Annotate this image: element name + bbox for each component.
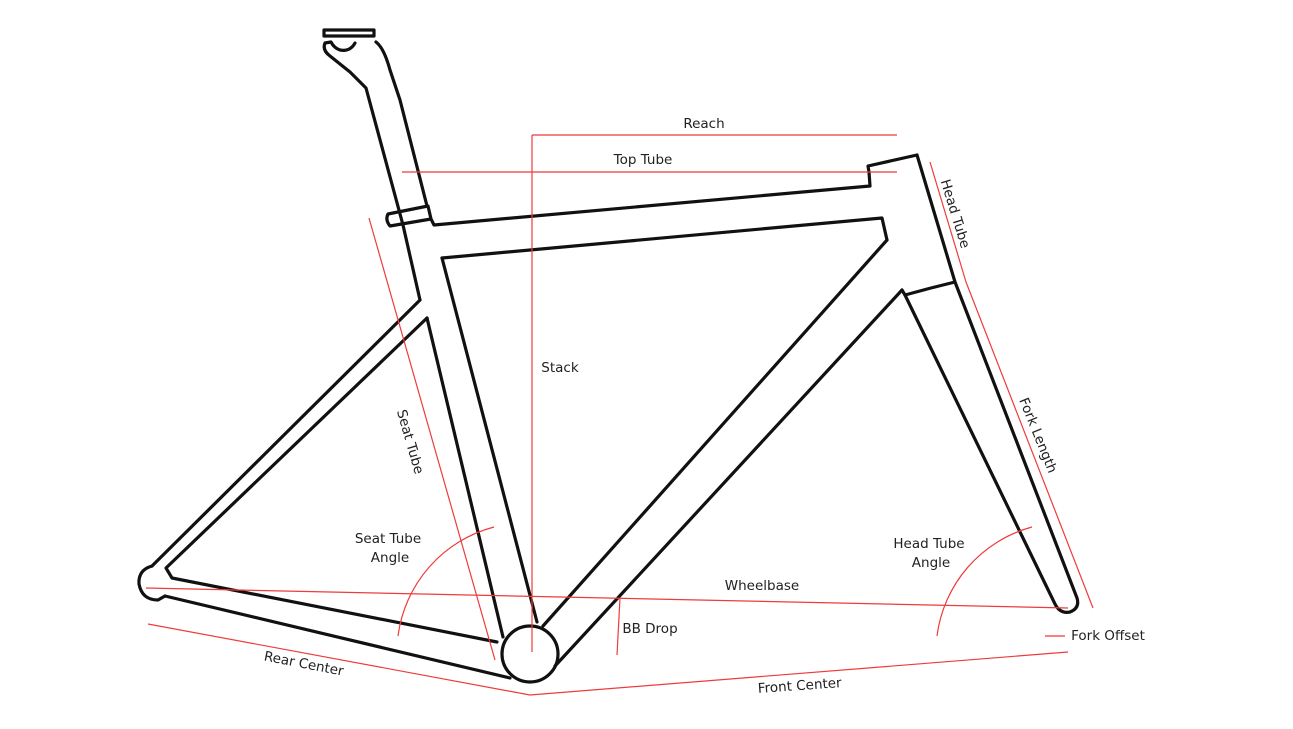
head-tube-angle-label-line1: Head Tube <box>893 536 964 552</box>
seat-tube-angle-label-line2: Angle <box>371 550 409 566</box>
head-tube-line <box>929 161 967 283</box>
front-center-label: Front Center <box>757 675 842 697</box>
down-tube <box>541 238 904 668</box>
seat-tube-angle-label-line1: Seat Tube <box>355 531 421 547</box>
saddle-rail <box>322 28 376 38</box>
head-tube-angle-label-line2: Angle <box>912 555 950 571</box>
center-lines <box>147 623 1069 696</box>
labels: Reach Top Tube Stack Head Tube Fork Leng… <box>263 116 1145 697</box>
seat-clamp <box>385 204 433 228</box>
bottom-bracket <box>500 624 560 684</box>
head-tube-angle-arc <box>936 526 1033 637</box>
bb-drop-label: BB Drop <box>622 621 677 637</box>
reach-label: Reach <box>683 116 724 132</box>
head-tube <box>900 153 957 297</box>
seat-tube-angle-arc <box>397 526 495 637</box>
chainstay <box>163 594 512 680</box>
seat-stay <box>150 298 499 644</box>
dimension-lines <box>145 134 1094 696</box>
seat-tube <box>401 223 539 639</box>
bb-drop-line <box>616 597 621 656</box>
fork-length-label: Fork Length <box>1015 396 1060 476</box>
stack-label: Stack <box>541 360 579 376</box>
top-tube-label: Top Tube <box>613 152 673 168</box>
seat-tube-line <box>368 217 496 661</box>
seat-tube-label: Seat Tube <box>393 408 427 476</box>
bike-frame <box>137 28 1080 684</box>
fork-length-line <box>965 281 1094 609</box>
wheelbase-line <box>145 587 1069 609</box>
top-tube <box>429 153 919 260</box>
fork-offset-label: Fork Offset <box>1071 628 1145 644</box>
seatpost <box>322 40 429 227</box>
wheelbase-label: Wheelbase <box>725 578 799 594</box>
rear-dropout <box>137 564 167 602</box>
